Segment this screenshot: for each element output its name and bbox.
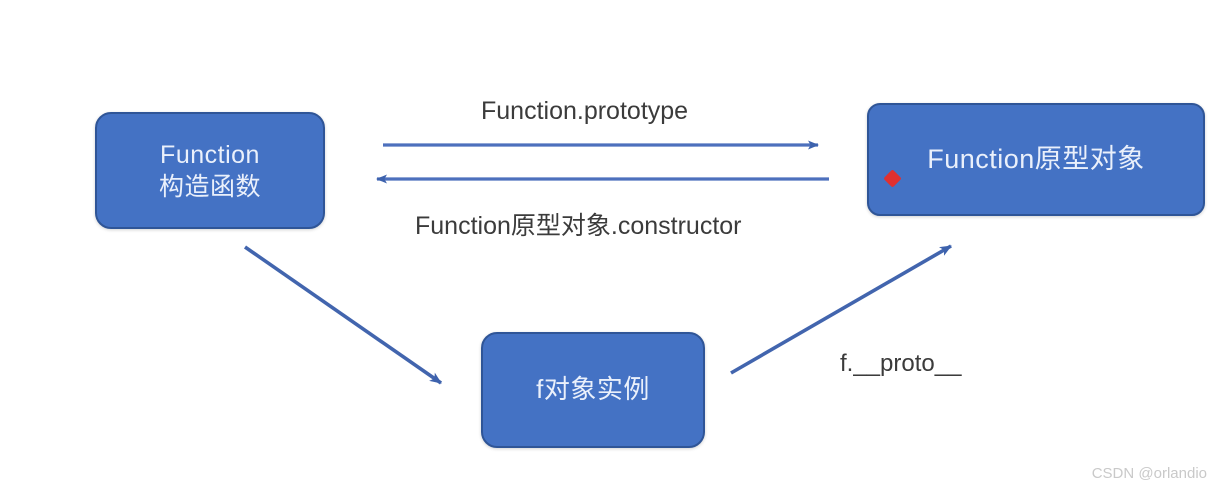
node-function-constructor-line1: Function: [160, 140, 260, 169]
node-function-prototype[interactable]: Function原型对象: [867, 103, 1205, 216]
arrow-constructor-to-instance: [243, 245, 443, 385]
watermark-text: CSDN @orlandio: [1091, 465, 1207, 482]
node-function-constructor-line2: 构造函数: [158, 172, 261, 201]
edge-label-function-prototype: Function.prototype: [481, 97, 689, 125]
node-f-instance[interactable]: f对象实例: [481, 332, 705, 448]
edge-label-f-proto: f.__proto__: [840, 350, 962, 377]
edge-label-prototype-constructor: Function原型对象.constructor: [415, 212, 742, 240]
node-function-constructor[interactable]: Function 构造函数: [95, 112, 325, 229]
node-f-instance-label: f对象实例: [536, 374, 650, 405]
node-function-prototype-label: Function原型对象: [927, 144, 1145, 175]
